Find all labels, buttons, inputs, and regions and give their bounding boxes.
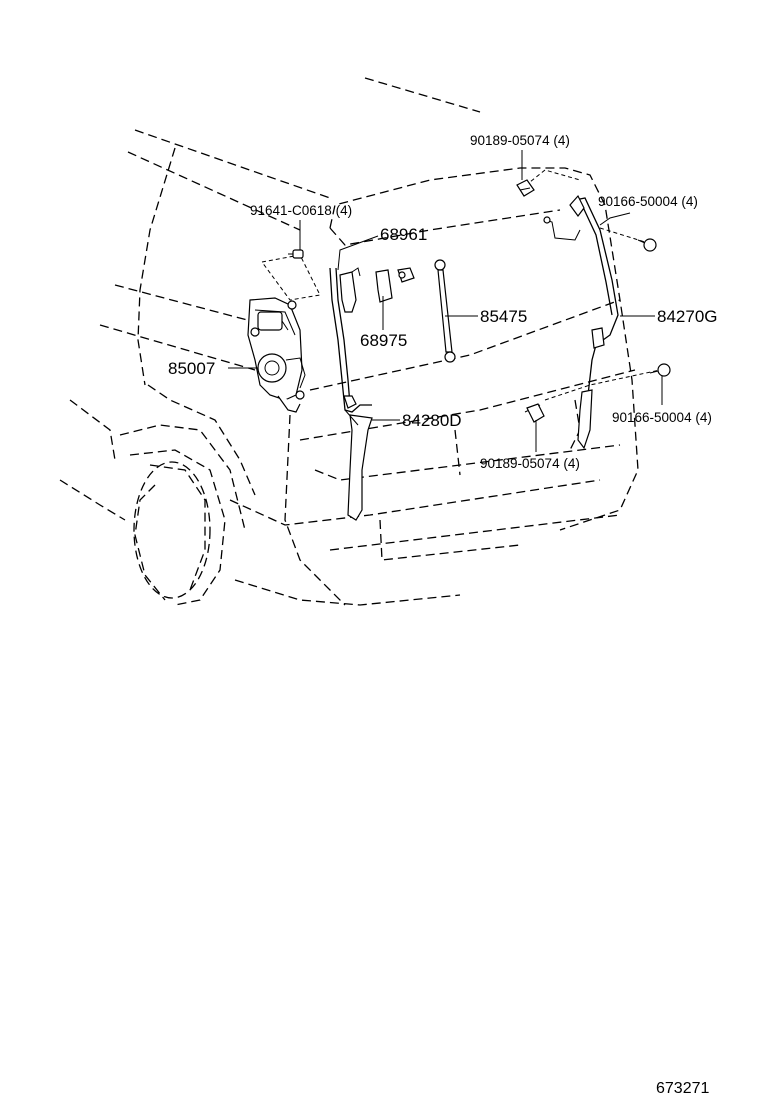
label-part-68961: 68961 (380, 225, 427, 244)
harness-84280d (329, 267, 373, 521)
label-part-84270g: 84270G (657, 307, 718, 326)
label-screw-90166-bottom: 90166-50004 (4) (612, 410, 712, 425)
damper-stay-85475 (434, 259, 456, 363)
label-part-85475: 85475 (480, 307, 527, 326)
bolt-91641-icon (288, 249, 304, 259)
stay-68975 (375, 267, 415, 303)
label-part-85007: 85007 (168, 359, 215, 378)
label-bolt-91641: 91641-C0618 (4) (250, 203, 352, 218)
label-bolt-90189-top: 90189-05074 (4) (470, 133, 570, 148)
bracket-68961 (339, 267, 361, 313)
clip-90189-top-icon (516, 179, 535, 197)
catalog-number: 673271 (656, 1080, 710, 1097)
leader-lines (228, 150, 663, 452)
screw-90166-bottom-icon (649, 363, 671, 377)
harness-84270g (543, 194, 619, 450)
screw-90166-top-icon (637, 238, 657, 252)
label-screw-90166-top: 90166-50004 (4) (598, 194, 698, 209)
label-part-68975: 68975 (360, 331, 407, 350)
label-bolt-90189-bottom: 90189-05074 (4) (480, 456, 580, 471)
vehicle-body-outline (59, 77, 639, 606)
clip-90189-bottom-icon (526, 403, 545, 423)
wiper-motor-assembly (247, 297, 306, 413)
label-part-84280d: 84280D (402, 411, 462, 430)
